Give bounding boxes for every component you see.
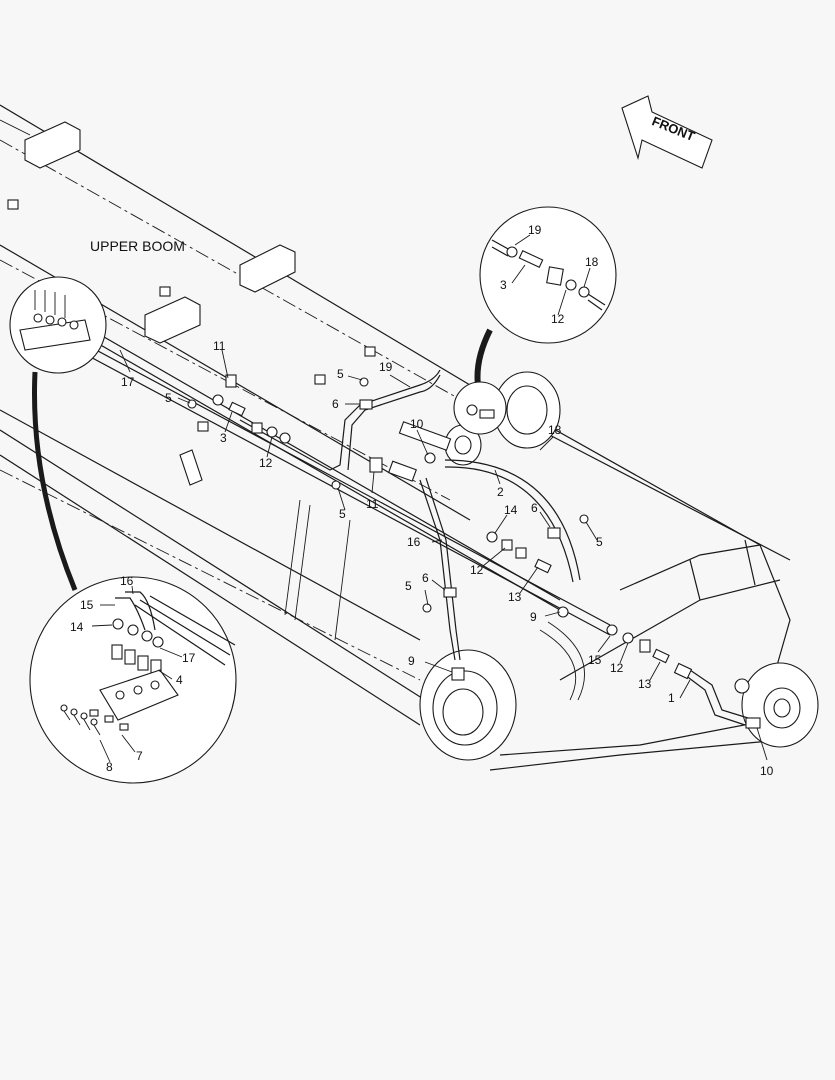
callout-11: 11 — [213, 339, 226, 353]
pipe-bundle — [39, 299, 749, 726]
callout-19: 19 — [528, 223, 542, 237]
callout-14: 14 — [70, 620, 84, 634]
arm-cylinder-boss — [539, 621, 585, 701]
pipe-saddle-clamps — [7, 121, 376, 486]
callout-12: 12 — [610, 661, 624, 675]
fittings — [187, 374, 761, 729]
callout-4: 4 — [176, 673, 183, 687]
callout-2: 2 — [497, 485, 504, 499]
callout-5: 5 — [596, 535, 603, 549]
callout-12: 12 — [259, 456, 273, 470]
callout-12: 12 — [470, 563, 484, 577]
callout-16: 16 — [407, 535, 421, 549]
callout-5: 5 — [339, 507, 346, 521]
boom-nose-boss — [734, 662, 819, 748]
callout-15: 15 — [588, 653, 602, 667]
callout-1: 1 — [668, 691, 675, 705]
detail-circle-pipe-ends — [9, 276, 107, 591]
boom-cylinder-boss — [419, 649, 517, 761]
callout-5: 5 — [337, 367, 344, 381]
boom-foot-boss — [444, 371, 561, 466]
callout-5: 5 — [165, 391, 172, 405]
callout-10: 10 — [760, 764, 774, 778]
front-direction-arrow: FRONT — [621, 95, 713, 169]
callout-7: 7 — [136, 749, 143, 763]
callout-6: 6 — [531, 501, 538, 515]
callout-15: 15 — [80, 598, 94, 612]
callout-17: 17 — [182, 651, 196, 665]
detail-circle-manifold — [29, 576, 237, 784]
callout-16: 16 — [120, 574, 134, 588]
callout-8: 8 — [106, 760, 113, 774]
callout-9: 9 — [530, 610, 537, 624]
callout-9: 9 — [408, 654, 415, 668]
callout-19: 19 — [379, 360, 393, 374]
callout-3: 3 — [220, 431, 227, 445]
callout-numbers: 11 5 3 12 17 5 6 19 11 5 10 2 18 14 6 5 … — [70, 223, 774, 778]
callout-18: 18 — [548, 423, 562, 437]
callout-5: 5 — [405, 579, 412, 593]
callout-18: 18 — [585, 255, 599, 269]
callout-14: 14 — [504, 503, 518, 517]
callout-17: 17 — [121, 375, 135, 389]
upper-boom-label: UPPER BOOM — [90, 238, 185, 254]
callout-11: 11 — [366, 497, 379, 511]
callout-13: 13 — [508, 590, 522, 604]
callout-6: 6 — [332, 397, 339, 411]
callout-13: 13 — [638, 677, 652, 691]
leader-lines — [91, 234, 768, 763]
callout-12: 12 — [551, 312, 565, 326]
callout-3: 3 — [500, 278, 507, 292]
callout-6: 6 — [422, 571, 429, 585]
detail-circle-hose-connection — [453, 206, 617, 435]
callout-10: 10 — [410, 417, 424, 431]
